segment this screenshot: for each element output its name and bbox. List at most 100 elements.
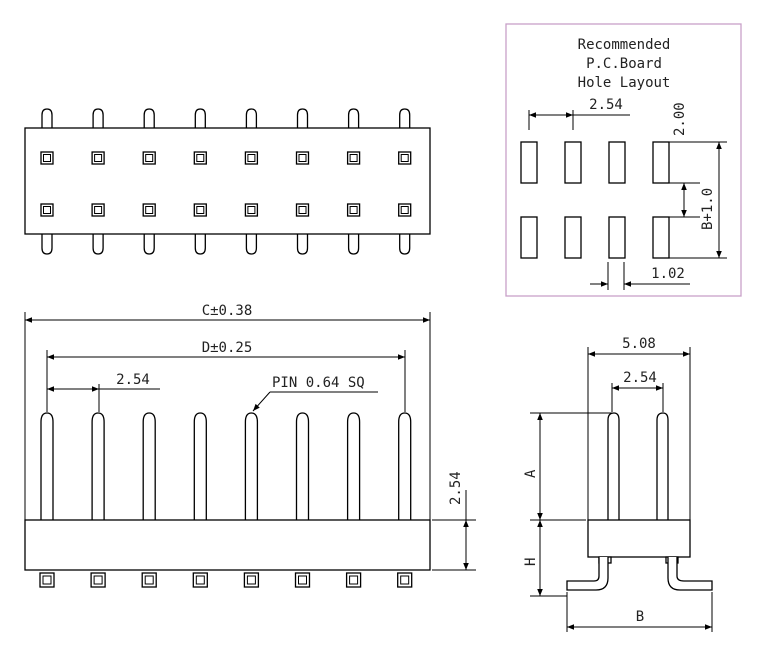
pcb-row-gap-label: 2.00 xyxy=(672,102,688,136)
top-pin-square-inner xyxy=(145,154,154,162)
pcb-hole xyxy=(564,216,582,259)
pin-note-label: PIN 0.64 SQ xyxy=(272,375,365,391)
front-pin xyxy=(295,412,310,520)
top-pin-upper xyxy=(245,108,258,128)
top-pin-square-inner xyxy=(349,154,358,162)
top-pin-square-inner xyxy=(298,154,307,162)
top-pin-square-outer xyxy=(193,151,207,165)
side-foot-right xyxy=(667,557,713,591)
front-foot-outer xyxy=(345,572,362,588)
dim-d-label: D±0.25 xyxy=(202,340,253,356)
top-pin-square-inner xyxy=(94,154,103,162)
top-pin-square-outer xyxy=(244,203,259,217)
side-pitch-label: 2.54 xyxy=(623,370,657,386)
top-pin-square-outer xyxy=(346,203,361,217)
pcb-hole-layout: Recommended P.C.Board Hole Layout 2.54 2… xyxy=(505,23,742,297)
top-pin-square-outer xyxy=(91,203,105,217)
top-pin-upper xyxy=(399,108,411,128)
pcb-pitch-label: 2.54 xyxy=(589,97,623,113)
front-pin xyxy=(142,412,156,520)
front-foot-outer xyxy=(397,572,413,588)
front-pin xyxy=(398,412,412,520)
side-outer-label: 5.08 xyxy=(622,336,656,352)
pcb-hole xyxy=(520,141,538,184)
side-pin-left xyxy=(607,412,620,520)
top-pin-square-inner xyxy=(298,206,307,214)
top-pin-upper xyxy=(296,108,309,128)
pcb-title-line3: Hole Layout xyxy=(578,75,671,91)
front-view: C±0.38 D±0.25 2.54 PIN 0.64 SQ 2.54 xyxy=(24,303,476,588)
front-foot-outer xyxy=(294,572,311,588)
front-foot-inner xyxy=(400,575,410,585)
pcb-row-span-label: B+1.0 xyxy=(700,188,716,230)
pcb-hole xyxy=(652,141,670,184)
front-foot-outer xyxy=(243,572,260,588)
top-pin-lower xyxy=(143,234,155,255)
top-pin-square-outer xyxy=(346,151,361,165)
dim-b-label: B xyxy=(636,609,644,625)
front-foot-inner xyxy=(246,575,256,585)
top-view xyxy=(24,108,431,255)
top-pin-square-inner xyxy=(94,206,103,214)
side-pin-right xyxy=(656,412,669,520)
pcb-hole xyxy=(520,216,538,259)
front-pin xyxy=(346,412,361,520)
top-pin-square-inner xyxy=(196,206,205,214)
front-foot-outer xyxy=(39,572,55,588)
top-pin-lower xyxy=(41,234,53,255)
top-pin-lower xyxy=(245,234,258,255)
front-pin xyxy=(91,412,105,520)
pcb-hole xyxy=(608,216,626,259)
top-pin-square-outer xyxy=(244,151,259,165)
top-pin-lower xyxy=(92,234,104,255)
side-view: 5.08 2.54 A H B xyxy=(523,336,713,632)
top-pin-square-outer xyxy=(193,203,207,217)
front-foot-inner xyxy=(298,575,307,585)
top-pin-square-outer xyxy=(398,151,412,165)
front-view-body xyxy=(24,519,431,571)
top-pin-square-outer xyxy=(40,151,54,165)
pcb-layout-frame xyxy=(505,23,742,297)
front-foot-inner xyxy=(42,575,52,585)
dim-c-label: C±0.38 xyxy=(202,303,253,319)
top-pin-square-outer xyxy=(40,203,54,217)
top-pin-lower xyxy=(399,234,411,255)
top-pin-square-outer xyxy=(398,203,412,217)
pcb-hole-width-label: 1.02 xyxy=(651,266,685,282)
front-foot-outer xyxy=(192,572,208,588)
front-foot-inner xyxy=(195,575,205,585)
front-pin xyxy=(193,412,207,520)
top-pin-square-outer xyxy=(142,151,156,165)
top-pin-upper xyxy=(143,108,155,128)
top-pin-upper xyxy=(347,108,360,128)
front-pin xyxy=(40,412,54,520)
dim-h-label: H xyxy=(523,558,539,566)
top-pin-square-inner xyxy=(196,154,205,162)
top-pin-lower xyxy=(296,234,309,255)
top-view-body xyxy=(24,127,431,235)
side-view-body xyxy=(587,519,691,558)
front-foot-inner xyxy=(349,575,359,585)
pcb-hole xyxy=(564,141,582,184)
top-pin-lower xyxy=(347,234,360,255)
pcb-hole xyxy=(608,141,626,184)
pcb-title-line1: Recommended xyxy=(578,37,671,53)
top-pin-square-outer xyxy=(91,151,105,165)
top-pin-square-inner xyxy=(400,154,409,162)
top-pin-square-inner xyxy=(145,206,154,214)
top-pin-square-inner xyxy=(247,206,256,214)
top-pin-square-inner xyxy=(43,154,51,162)
top-pin-square-outer xyxy=(142,203,156,217)
top-pin-square-outer xyxy=(295,203,310,217)
top-pin-upper xyxy=(194,108,206,128)
top-pin-upper xyxy=(92,108,104,128)
top-pin-lower xyxy=(194,234,206,255)
dim-a-label: A xyxy=(523,469,539,478)
top-pin-upper xyxy=(41,108,53,128)
front-foot-outer xyxy=(141,572,157,588)
top-pin-square-inner xyxy=(247,154,256,162)
front-foot-outer xyxy=(90,572,106,588)
pcb-title-line2: P.C.Board xyxy=(586,56,662,72)
body-height-label: 2.54 xyxy=(448,471,464,505)
